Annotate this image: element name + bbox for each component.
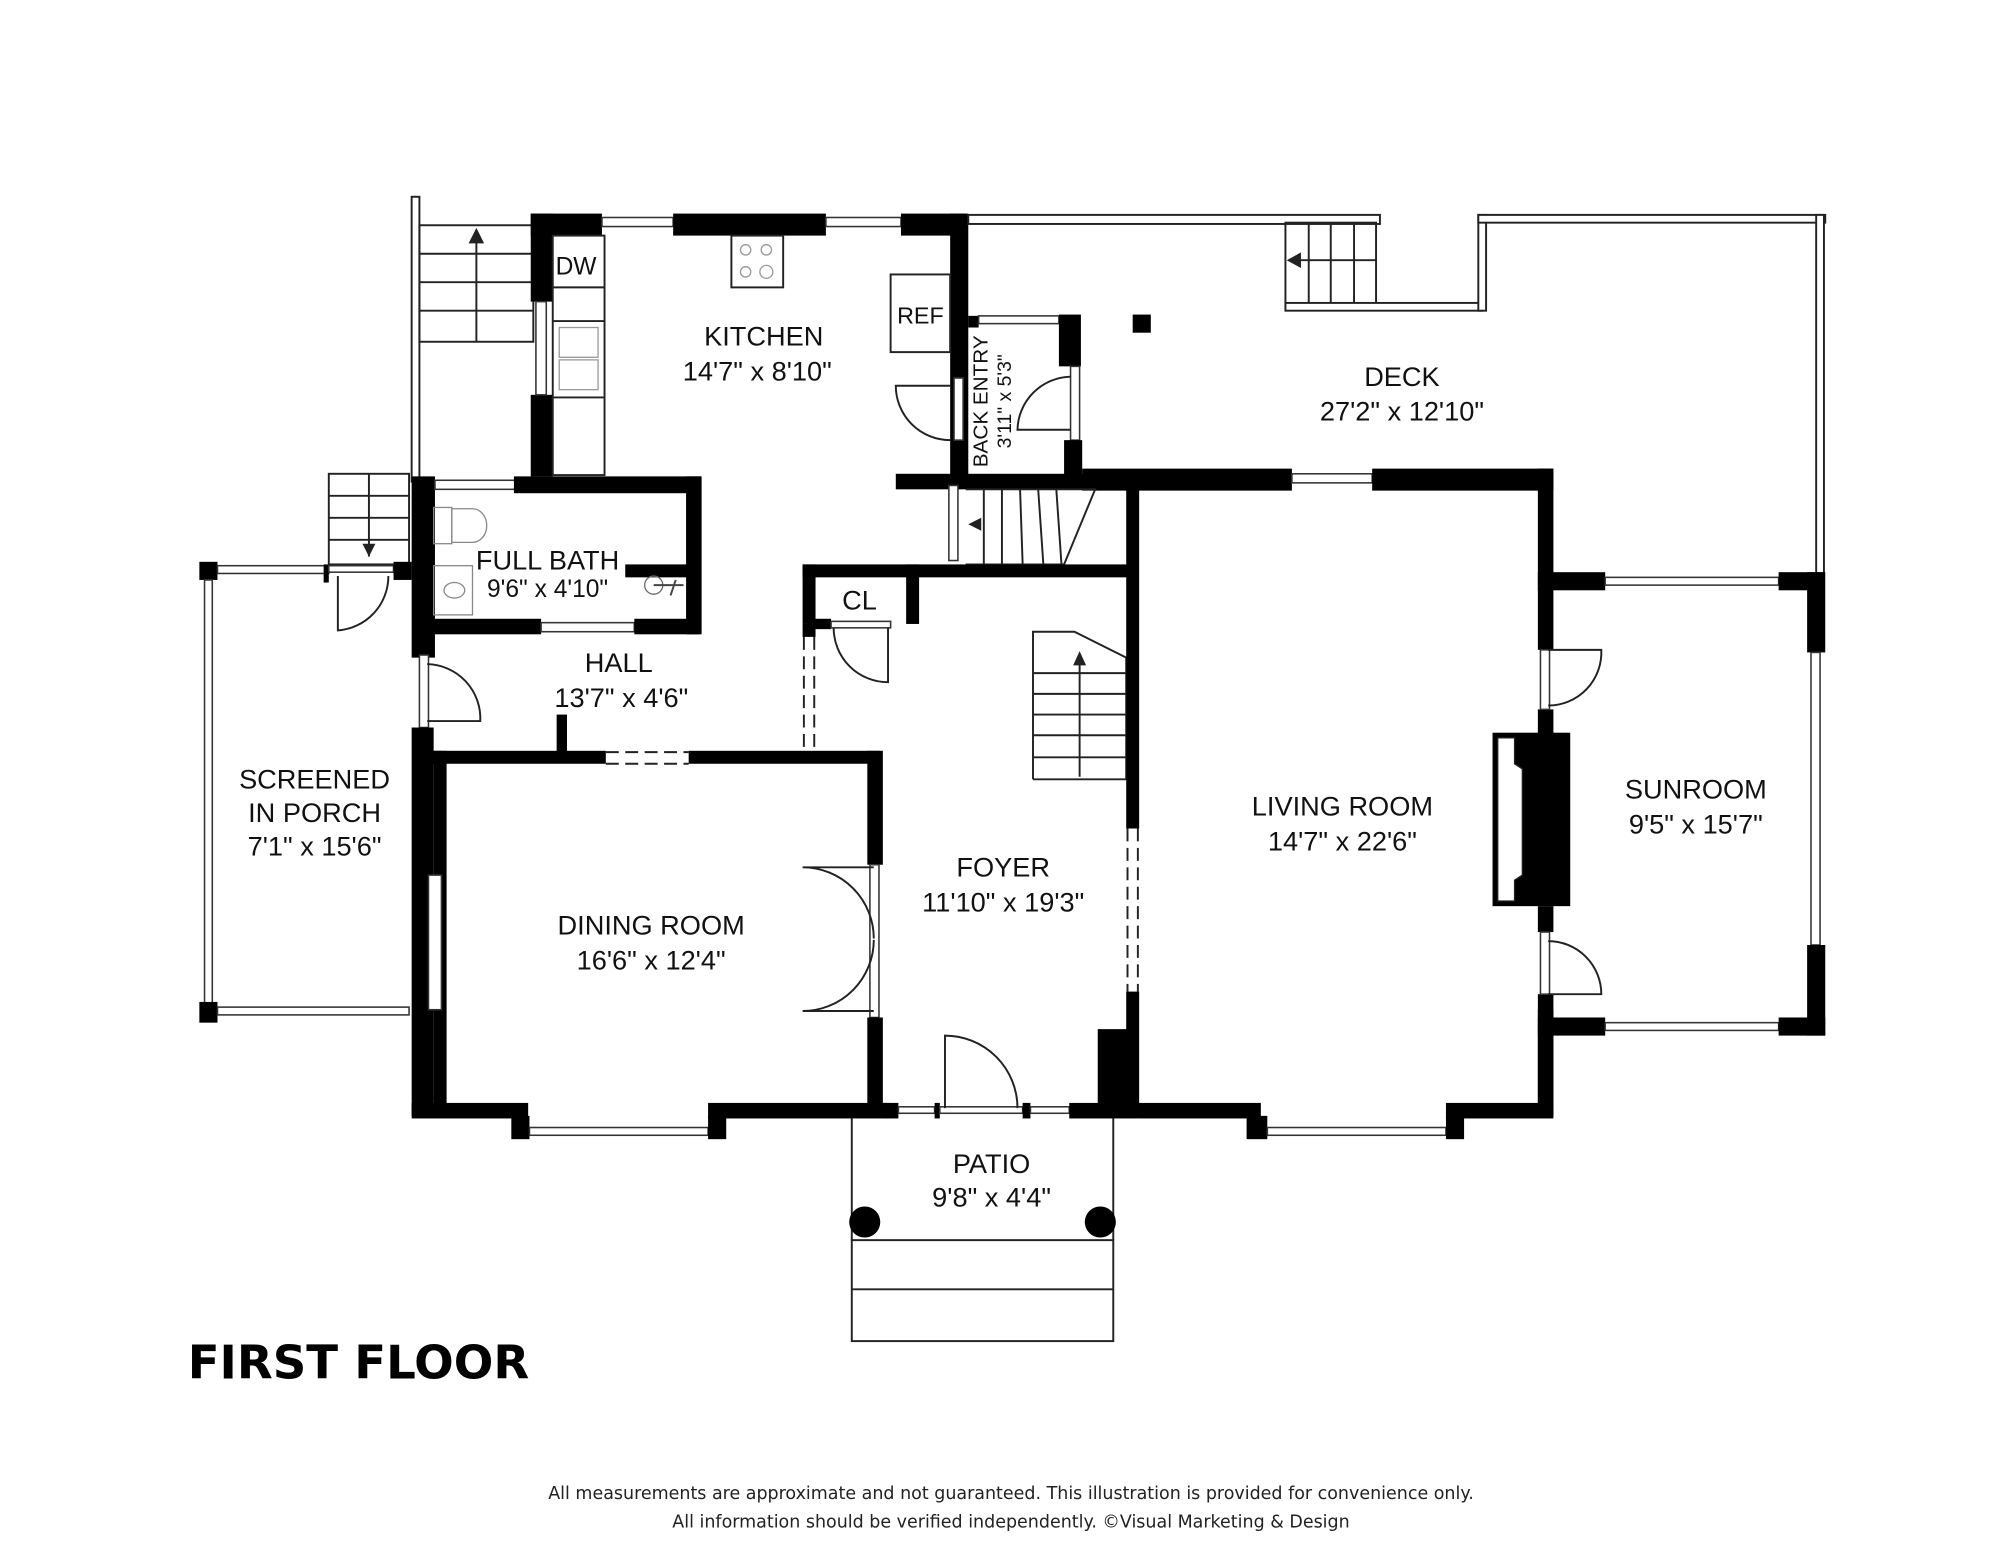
screened-porch: SCREENED IN PORCH 7'1" x 15'6": [199, 561, 412, 1023]
stove-icon: [730, 234, 785, 289]
column-icon: [1084, 1206, 1116, 1238]
porch-stair-arrow-icon: [362, 543, 376, 557]
refrigerator-label: REF: [897, 303, 944, 329]
full-bath-label: FULL BATH: [476, 545, 619, 576]
deck-label: DECK: [1364, 361, 1440, 392]
hall-label: HALL: [585, 647, 653, 678]
closet-label: CL: [842, 585, 877, 616]
sunroom: SUNROOM 9'5" x 15'7": [1537, 572, 1826, 1036]
dining-room-label: DINING ROOM: [558, 910, 745, 941]
stair-arrow-icon: [468, 227, 485, 244]
patio-label: PATIO: [953, 1148, 1031, 1179]
living-room: LIVING ROOM 14'7" x 22'6": [1136, 468, 1571, 1140]
porch-stair: [327, 472, 411, 566]
exterior-stair-top: [410, 195, 535, 483]
disclaimer-line-2: All information should be verified indep…: [672, 1513, 1349, 1533]
back-entry-label: BACK ENTRY: [970, 335, 993, 467]
foyer-dims: 11'10" x 19'3": [922, 886, 1084, 917]
kitchen-door-swing: [894, 384, 951, 442]
living-room-dims: 14'7" x 22'6": [1268, 825, 1417, 856]
refrigerator-icon: REF: [889, 273, 952, 354]
basement-stair: [948, 484, 1097, 566]
toilet-icon: [433, 506, 488, 545]
floor-title: FIRST FLOOR: [188, 1336, 530, 1390]
full-bath-dims: 9'6" x 4'10": [487, 576, 608, 603]
porch-label-line1: SCREENED: [239, 763, 390, 794]
disclaimer-line-1: All measurements are approximate and not…: [548, 1484, 1474, 1504]
deck-post: [1132, 314, 1151, 333]
kitchen-label: KITCHEN: [704, 321, 823, 352]
deck-dims: 27'2" x 12'10": [1320, 396, 1484, 427]
sunroom-dims: 9'5" x 15'7": [1629, 809, 1763, 840]
hall: HALL 13'7" x 4'6": [418, 647, 688, 754]
dining-room: DINING ROOM 16'6" x 12'4": [411, 727, 890, 1140]
kitchen-dims: 14'7" x 8'10": [683, 356, 832, 387]
shower-icon: [644, 575, 684, 596]
full-bath: FULL BATH 9'6" x 4'10": [411, 476, 702, 658]
foyer-label: FOYER: [956, 851, 1050, 882]
dishwasher-label: DW: [556, 253, 598, 280]
porch-dims: 7'1" x 15'6": [248, 831, 382, 862]
porch-label-line2: IN PORCH: [248, 797, 381, 828]
living-room-label: LIVING ROOM: [1252, 791, 1433, 822]
back-entry: BACK ENTRY 3'11" x 5'3": [953, 314, 1083, 487]
patio: PATIO 9'8" x 4'4": [849, 1118, 1116, 1343]
foyer: CL FOYER 11'10" x 19'3": [802, 485, 1140, 1119]
fireplace-icon: [1492, 732, 1571, 907]
deck-stair-arrow-icon: [1286, 252, 1301, 268]
back-entry-dims: 3'11" x 5'3": [994, 354, 1016, 448]
deck: DECK 27'2" x 12'10": [967, 213, 1827, 576]
patio-dims: 9'8" x 4'4": [932, 1181, 1051, 1212]
hall-dims: 13'7" x 4'6": [554, 682, 688, 713]
dining-room-dims: 16'6" x 12'4": [577, 945, 726, 976]
foyer-stair: [1032, 630, 1128, 781]
sunroom-label: SUNROOM: [1625, 774, 1767, 805]
kitchen-counters: DW: [551, 234, 606, 477]
sink-icon: [433, 565, 474, 616]
column-icon: [849, 1206, 881, 1238]
